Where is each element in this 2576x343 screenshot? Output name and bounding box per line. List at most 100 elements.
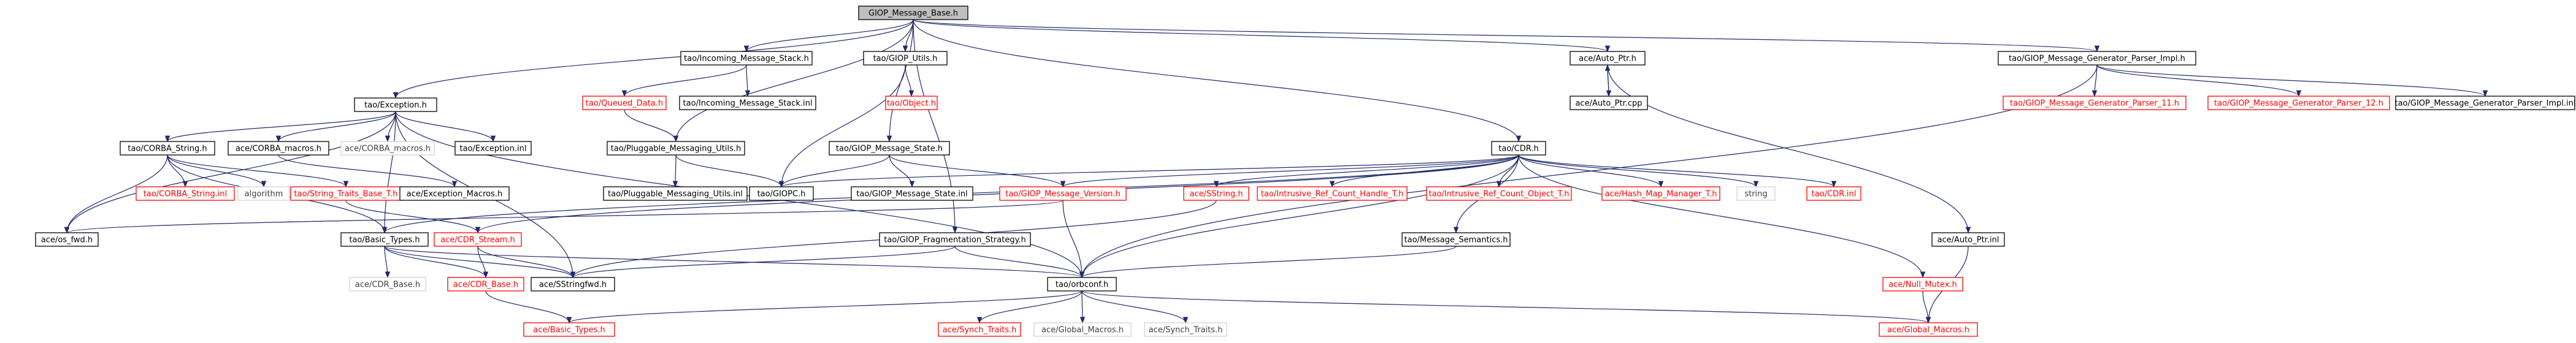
- edge-giop_base-to-auto_ptr_h: [913, 19, 1610, 53]
- node-box: [136, 186, 235, 201]
- node-ace-corba-macros-h[interactable]: ace/CORBA_macros.h: [228, 141, 329, 156]
- node-box: [1401, 232, 1511, 247]
- edge-giop_version_h-to-orbconf_h: [1062, 200, 1085, 279]
- node-giop-state-h[interactable]: tao/GIOP_Message_State.h: [829, 141, 950, 156]
- node-exception-h[interactable]: tao/Exception.h: [354, 97, 437, 112]
- node-giop-version-h[interactable]: tao/GIOP_Message_Version.h: [999, 186, 1127, 201]
- node-sstring-h[interactable]: ace/SString.h: [1183, 186, 1249, 201]
- node-giop-utils-h[interactable]: tao/GIOP_Utils.h: [863, 51, 948, 66]
- node-label: tao/Basic_Types.h: [349, 236, 420, 245]
- node-parser-impl-inl[interactable]: tao/GIOP_Message_Generator_Parser_Impl.i…: [2394, 96, 2576, 110]
- node-label: tao/Exception.h: [364, 101, 427, 110]
- node-label: ace/Global_Macros.h: [1887, 326, 1969, 335]
- node-msg-semantics-h[interactable]: tao/Message_Semantics.h: [1401, 232, 1511, 247]
- node-box: [885, 96, 938, 110]
- file-nodes: GIOP_Message_Base.h tao/Exception.h tao/In…: [35, 6, 2576, 337]
- node-orbconf-h[interactable]: tao/orbconf.h: [1047, 277, 1117, 292]
- node-box: [858, 6, 968, 20]
- edge-corba_string_h-to-string_traits_h: [167, 154, 349, 188]
- node-hash-map-h[interactable]: ace/Hash_Map_Manager_T.h: [1601, 186, 1720, 201]
- node-pluggable-utils-inl[interactable]: tao/Pluggable_Messaging_Utils.inl: [603, 186, 748, 201]
- node-object-h[interactable]: tao/Object.h: [885, 96, 938, 110]
- node-algorithm[interactable]: algorithm: [237, 186, 290, 201]
- node-parser-12-h[interactable]: tao/GIOP_Message_Generator_Parser_12.h: [2207, 96, 2390, 110]
- node-box: [399, 186, 510, 201]
- node-label: ace/Global_Macros.h: [1041, 326, 1124, 335]
- node-label: ace/Auto_Ptr.inl: [1938, 236, 1999, 245]
- node-box: [1601, 186, 1720, 201]
- node-ace-global-macros-h-plain[interactable]: ace/Global_Macros.h: [1033, 322, 1132, 337]
- node-intrusive-object-h[interactable]: tao/Intrusive_Ref_Count_Object_T.h: [1426, 186, 1572, 201]
- node-ace-global-macros-h[interactable]: ace/Global_Macros.h: [1879, 322, 1978, 337]
- node-ace-cdr-base-h[interactable]: ace/CDR_Base.h: [447, 277, 524, 292]
- edge-pluggable_utils_h-to-giopc_h: [675, 154, 784, 188]
- node-cdr-inl[interactable]: tao/CDR.inl: [1806, 186, 1861, 201]
- node-box: [1882, 277, 1963, 292]
- node-label: tao/Exception.inl: [460, 145, 527, 154]
- edge-parser_impl_h-to-parser_11_h: [2091, 64, 2098, 97]
- node-label: tao/GIOP_Message_Version.h: [1005, 190, 1121, 199]
- node-label: tao/GIOP_Message_State.h: [836, 145, 943, 154]
- node-parser-11-h[interactable]: tao/GIOP_Message_Generator_Parser_11.h: [2003, 96, 2187, 110]
- edge-giop_utils_h-to-giopc_h: [778, 64, 906, 188]
- node-auto-ptr-inl[interactable]: ace/Auto_Ptr.inl: [1931, 232, 2005, 247]
- node-string[interactable]: string: [1736, 186, 1776, 201]
- edge-orbconf_h-to-synch_traits_h: [976, 290, 1083, 324]
- node-ace-basic-types-h[interactable]: ace/Basic_Types.h: [523, 322, 615, 337]
- node-label: tao/Object.h: [887, 99, 936, 108]
- node-label: tao/GIOPC.h: [757, 190, 806, 199]
- node-label: tao/Message_Semantics.h: [1405, 236, 1508, 245]
- node-box: [1047, 277, 1117, 292]
- edge-exception_h-to-exception_inl: [395, 111, 496, 143]
- node-null-mutex-h[interactable]: ace/Null_Mutex.h: [1882, 277, 1963, 292]
- node-ace-cdr-base-h-plain[interactable]: ace/CDR_Base.h: [349, 277, 426, 292]
- node-incoming-stack-h[interactable]: tao/Incoming_Message_Stack.h: [680, 51, 813, 66]
- node-box: [1931, 232, 2005, 247]
- node-incoming-stack-inl[interactable]: tao/Incoming_Message_Stack.inl: [679, 96, 816, 110]
- node-box: [2003, 96, 2187, 110]
- edge-orbconf_h-to-ace_global_macros_h_plain: [1079, 290, 1086, 324]
- node-cdr-h[interactable]: tao/CDR.h: [1491, 141, 1546, 156]
- node-label: ace/Hash_Map_Manager_T.h: [1605, 190, 1717, 199]
- node-pluggable-utils-h[interactable]: tao/Pluggable_Messaging_Utils.h: [607, 141, 745, 156]
- node-string-traits-h[interactable]: tao/String_Traits_Base_T.h: [290, 186, 402, 201]
- node-box: [879, 232, 1031, 247]
- edge-msg_semantics_h-to-orbconf_h: [1079, 246, 1457, 279]
- edge-tao_basic_types_h-to-orbconf_h: [384, 246, 1084, 279]
- node-box: [1183, 186, 1249, 201]
- node-exception-macros-h[interactable]: ace/Exception_Macros.h: [399, 186, 510, 201]
- node-auto-ptr-cpp[interactable]: ace/Auto_Ptr.cpp: [1570, 96, 1648, 110]
- node-auto-ptr-h[interactable]: ace/Auto_Ptr.h: [1570, 51, 1646, 66]
- node-corba-string-inl[interactable]: tao/CORBA_String.inl: [136, 186, 235, 201]
- node-cdr-stream-h[interactable]: ace/CDR_Stream.h: [434, 232, 522, 247]
- node-ace-synch-traits-h-plain[interactable]: ace/Synch_Traits.h: [1144, 322, 1227, 337]
- node-label: ace/CDR_Stream.h: [440, 236, 515, 245]
- edge-tao_basic_types_h-to-sstringfwd_h: [384, 246, 576, 279]
- node-frag-strategy-h[interactable]: tao/GIOP_Fragmentation_Strategy.h: [879, 232, 1031, 247]
- node-giop-state-inl[interactable]: tao/GIOP_Message_State.inl: [851, 186, 973, 201]
- node-queued-data-h[interactable]: tao/Queued_Data.h: [582, 96, 667, 110]
- node-os-fwd-h[interactable]: ace/os_fwd.h: [35, 232, 99, 247]
- edge-giop_base-to-incoming_stack_h: [743, 19, 914, 53]
- edge-giop_state_h-to-giop_state_inl: [889, 154, 915, 188]
- node-box: [237, 186, 290, 201]
- node-giop-base[interactable]: GIOP_Message_Base.h: [858, 6, 968, 20]
- node-box: [603, 186, 748, 201]
- edge-giop_utils_h-to-object_h: [905, 64, 914, 97]
- node-intrusive-handle-h[interactable]: tao/Intrusive_Ref_Count_Handle_T.h: [1257, 186, 1408, 201]
- node-box: [1570, 51, 1646, 66]
- node-tao-basic-types-h[interactable]: tao/Basic_Types.h: [340, 232, 429, 247]
- edge-corba_string_h-to-algorithm: [167, 154, 267, 188]
- node-giopc-h[interactable]: tao/GIOPC.h: [749, 186, 814, 201]
- node-parser-impl-h[interactable]: tao/GIOP_Message_Generator_Parser_Impl.h: [1998, 51, 2196, 66]
- edge-parser_impl_h-to-parser_impl_inl: [2096, 64, 2488, 97]
- node-label: tao/CORBA_String.h: [128, 145, 207, 154]
- node-corba-string-h[interactable]: tao/CORBA_String.h: [120, 141, 215, 156]
- edge-cdr_h-to-string: [1518, 154, 1759, 188]
- node-exception-inl[interactable]: tao/Exception.inl: [454, 141, 532, 156]
- node-sstringfwd-h[interactable]: ace/SStringfwd.h: [531, 277, 615, 292]
- node-box: [851, 186, 973, 201]
- node-ace-corba-macros-h2[interactable]: ace/CORBA_macros.h: [340, 141, 435, 156]
- node-synch-traits-h[interactable]: ace/Synch_Traits.h: [938, 322, 1021, 337]
- edge-cdr_h-to-sstring_h: [1213, 154, 1519, 188]
